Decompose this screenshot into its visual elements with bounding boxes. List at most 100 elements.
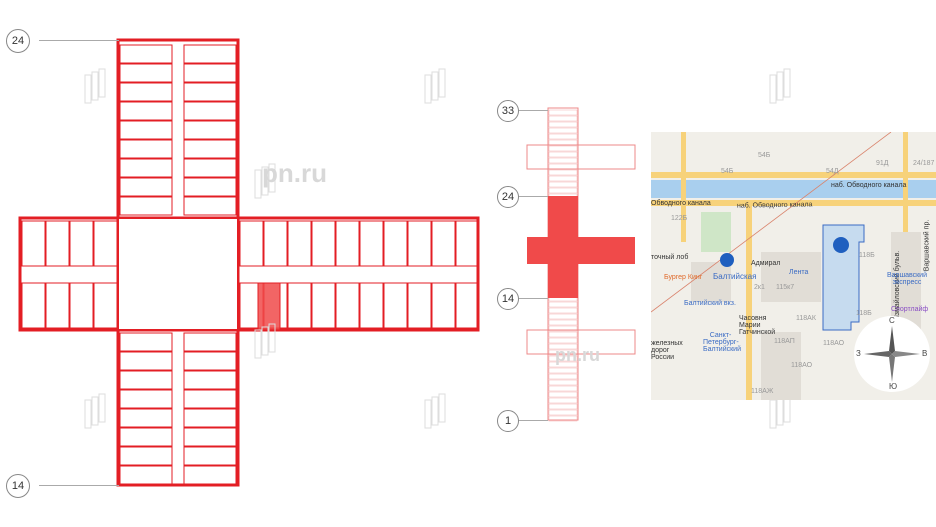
key-plan-floor: [548, 361, 578, 368]
apartment: [183, 196, 237, 216]
watermark-building-icon: [424, 399, 432, 429]
compass-south: Ю: [889, 382, 898, 391]
watermark-building-icon: [254, 169, 262, 199]
map-place[interactable]: Балтийский вкз.: [684, 300, 736, 307]
watermark-building-icon: [268, 323, 276, 353]
leader-line: [39, 485, 119, 486]
apartment: [21, 282, 46, 329]
key-plan-floor: [548, 355, 578, 362]
apartment: [183, 63, 237, 83]
apartment: [93, 220, 118, 267]
map-place[interactable]: Адмирал: [751, 260, 781, 267]
building-number: 91Д: [876, 160, 889, 167]
key-plan-floor: [548, 385, 578, 392]
metro-station[interactable]: Балтийская: [713, 272, 757, 281]
street-label: наб. Обводного канала: [736, 201, 813, 210]
apartment: [183, 465, 237, 485]
apartment: [69, 282, 94, 329]
leader-line: [518, 420, 548, 421]
compass-west: З: [856, 349, 861, 358]
watermark-building-icon: [438, 393, 446, 423]
key-plan-floor: [548, 391, 578, 398]
watermark-building-icon: [438, 68, 446, 98]
building-number: 122Б: [671, 215, 688, 222]
watermark-building-icon: [261, 166, 269, 196]
key-plan-floor: [548, 127, 578, 134]
map-place[interactable]: Санкт-Петербург-Балтийский: [703, 332, 741, 353]
key-floor-33[interactable]: 33: [497, 100, 519, 122]
apartment: [287, 282, 312, 329]
apartment: [183, 158, 237, 178]
key-plan-floor: [548, 151, 578, 158]
map-place[interactable]: Лента: [789, 269, 809, 276]
apartment: [119, 63, 173, 83]
key-plan-floor: [548, 409, 578, 416]
apartment: [311, 282, 336, 329]
leader-line: [518, 196, 548, 197]
key-plan-floor: [548, 373, 578, 380]
apartment: [455, 282, 480, 329]
key-plan-floor: [548, 157, 578, 164]
key-floor-1[interactable]: 1: [497, 410, 519, 432]
map-place[interactable]: Варшавский экспресс: [887, 272, 927, 286]
leader-line: [518, 298, 548, 299]
apartment: [119, 408, 173, 428]
key-floor-24[interactable]: 24: [497, 186, 519, 208]
map-place[interactable]: Спортлайф: [891, 306, 929, 313]
map-place[interactable]: точный лоб: [651, 254, 689, 261]
key-plan-floor: [548, 313, 578, 320]
key-plan-floor: [548, 325, 578, 332]
map-place[interactable]: Бургер Кинг: [664, 274, 703, 281]
vertical-wing: [116, 38, 240, 487]
key-plan-floor: [548, 307, 578, 314]
building-number: 118АК: [796, 315, 816, 322]
map-place[interactable]: Часовня Марии Гатчинской: [739, 315, 776, 336]
apartment: [383, 282, 408, 329]
leader-line: [39, 40, 119, 41]
compass: С Ю З В: [854, 316, 930, 392]
key-plan-floor: [548, 343, 578, 350]
key-plan-floor: [548, 379, 578, 386]
key-plan-floor: [548, 109, 578, 116]
apartment: [183, 332, 237, 352]
watermark-building-icon: [776, 396, 784, 426]
apartment: [93, 282, 118, 329]
watermark-building-icon: [769, 74, 777, 104]
building-number: 24/187: [913, 160, 935, 167]
apartment: [45, 282, 70, 329]
building-number: 2к1: [754, 284, 765, 291]
watermark-building-icon: [84, 399, 92, 429]
leader-line: [518, 110, 548, 111]
watermark-building-icon: [776, 71, 784, 101]
apartment: [119, 120, 173, 140]
apartment: [119, 158, 173, 178]
key-floor-14[interactable]: 14: [497, 288, 519, 310]
watermark-building-icon: [769, 399, 777, 429]
apartment: [183, 139, 237, 159]
watermark-building-icon: [261, 326, 269, 356]
key-plan-floor: [548, 337, 578, 344]
key-plan-wing: [526, 144, 636, 170]
key-plan-floor: [548, 115, 578, 122]
apartment: [119, 177, 173, 197]
building-number: 54Д: [826, 168, 839, 175]
key-plan-floor: [548, 175, 578, 182]
key-plan-wing: [526, 329, 636, 355]
watermark-building-icon: [783, 68, 791, 98]
map-place[interactable]: железных дорог России: [651, 340, 683, 361]
apartment: [119, 465, 173, 485]
watermark-building-icon: [84, 74, 92, 104]
building-number: 118Б: [859, 252, 875, 259]
street-label: Обводного канала: [651, 200, 711, 207]
selected-apartment[interactable]: [257, 282, 281, 331]
key-plan-floor: [548, 181, 578, 188]
key-plan-highlight: [527, 237, 635, 264]
apartment: [119, 196, 173, 216]
apartment: [183, 408, 237, 428]
location-map[interactable]: наб. Обводного канала наб. Обводного кан…: [651, 132, 936, 400]
apartment: [119, 446, 173, 466]
central-hall: [119, 219, 237, 329]
apartment: [183, 446, 237, 466]
